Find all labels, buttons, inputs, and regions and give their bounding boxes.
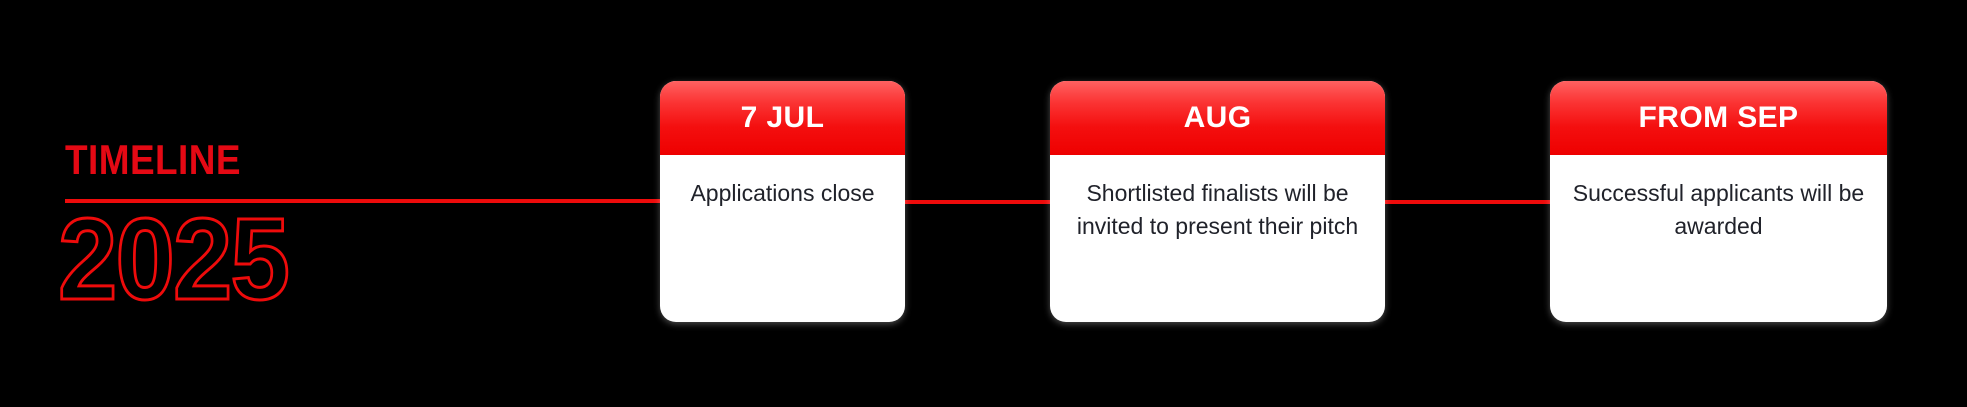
title-divider-rule: [65, 199, 662, 203]
connector-line-1: [905, 200, 1050, 204]
page-title: TIMELINE: [65, 136, 241, 183]
milestone-card-2-header: AUG: [1050, 81, 1385, 155]
milestone-card-2[interactable]: AUG Shortlisted finalists will be invite…: [1050, 81, 1385, 322]
milestone-card-2-text: Shortlisted finalists will be invited to…: [1076, 180, 1359, 239]
timeline-year: 2025: [57, 193, 292, 326]
connector-line-2: [1385, 200, 1550, 204]
milestone-card-1-body: Applications close: [660, 155, 905, 322]
milestone-card-2-body: Shortlisted finalists will be invited to…: [1050, 155, 1385, 322]
milestone-card-3-header: FROM SEP: [1550, 81, 1887, 155]
milestone-card-3-text: Successful applicants will be awarded: [1572, 180, 1865, 239]
milestone-card-3-body: Successful applicants will be awarded: [1550, 155, 1887, 322]
timeline-title-block: TIMELINE: [65, 138, 665, 182]
milestone-card-1[interactable]: 7 JUL Applications close: [660, 81, 905, 322]
milestone-card-3[interactable]: FROM SEP Successful applicants will be a…: [1550, 81, 1887, 322]
milestone-card-1-text: Applications close: [690, 180, 875, 206]
milestone-card-1-header: 7 JUL: [660, 81, 905, 155]
